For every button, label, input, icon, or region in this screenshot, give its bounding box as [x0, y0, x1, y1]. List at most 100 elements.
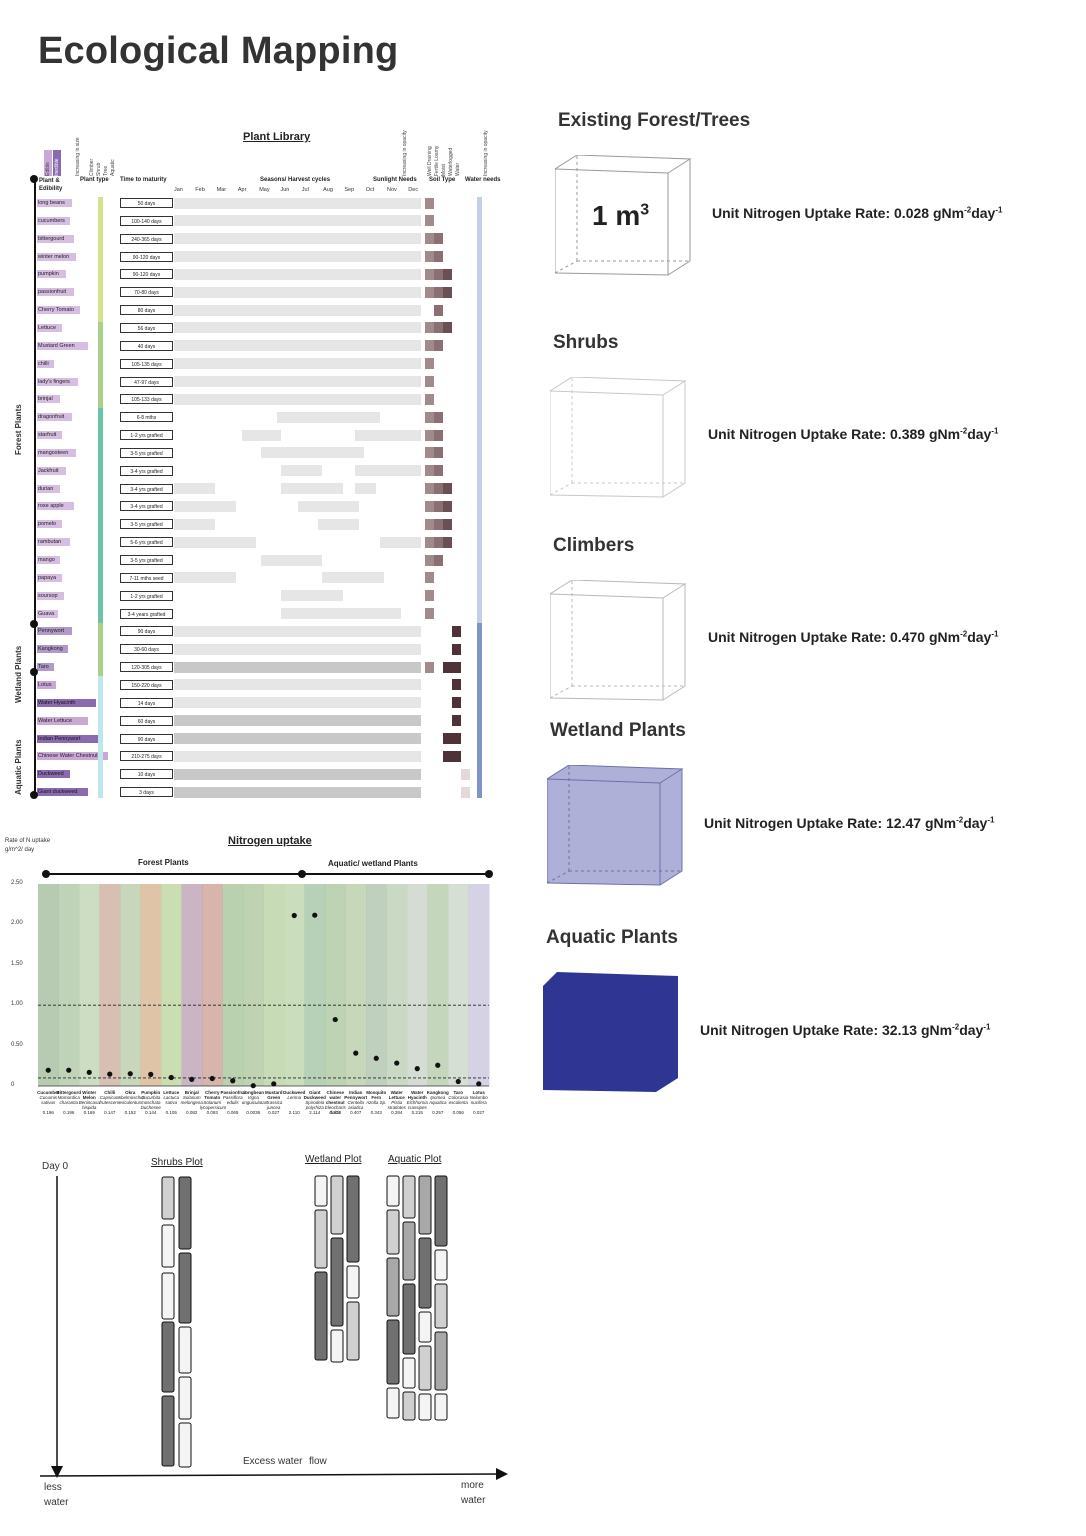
month-label: Apr: [237, 187, 247, 193]
value-label: 2.110: [288, 1110, 300, 1115]
plot-cell: [178, 1422, 192, 1468]
season-bar-27: [174, 679, 422, 691]
cube-rate-rate: 32.13: [882, 1022, 918, 1038]
plant-photo-column: [407, 884, 428, 1086]
species-name: Lactuca sativa: [163, 1095, 180, 1105]
plant-photo-column: [243, 884, 264, 1086]
value-label: 0.027: [473, 1110, 485, 1115]
data-point: [168, 1074, 174, 1081]
cube-rate-rate: 0.389: [890, 426, 926, 442]
category-label: Water Lettuce: [388, 1090, 405, 1100]
value-label: 0.196: [42, 1110, 54, 1115]
plant-name-22: soursop: [37, 591, 64, 600]
plot-cell: [330, 1175, 344, 1235]
plant-name-20: mango: [37, 556, 60, 564]
value-label: 0.105: [165, 1110, 177, 1115]
category-label: Lettuce: [163, 1090, 180, 1095]
cube-rate-rate_prefix: Unit Nitrogen Uptake Rate:: [708, 426, 891, 442]
species-name: Benincasa hispida: [78, 1100, 100, 1110]
data-point: [230, 1078, 236, 1084]
species-name: Ipomea Aquatica: [428, 1095, 447, 1105]
species-name: Momordica charantia: [57, 1095, 80, 1105]
data-point: [86, 1069, 92, 1075]
soil-swatch-2: [434, 233, 443, 245]
month-label: Oct: [365, 187, 375, 193]
less-water-label: water: [44, 1497, 69, 1508]
time-to-maturity-9: 105-135 days: [120, 358, 173, 369]
time-to-maturity-20: 3-5 yrs grafted: [120, 555, 173, 565]
cube-rate-rate_prefix: Unit Nitrogen Uptake Rate:: [708, 629, 891, 645]
time-to-maturity-22: 1-2 yrs grafted: [120, 590, 173, 601]
soil-swatch-1: [425, 215, 434, 227]
cube-rate-sup_b: -1: [983, 1022, 991, 1032]
time-to-maturity-5: 70-80 days: [120, 287, 173, 298]
value-label: 0.082: [186, 1110, 198, 1115]
soil-swatch-18: [434, 518, 443, 530]
soil-swatch-19: [425, 536, 434, 548]
time-to-maturity-32: 10 days: [120, 769, 173, 780]
cube-1: [550, 377, 687, 498]
plot-cell: [386, 1319, 400, 1385]
species-name: Cucurbita moschata Duchesne: [140, 1095, 161, 1110]
plant-photo-column: [345, 884, 367, 1086]
season-bar-31: [174, 750, 422, 762]
time-to-maturity-11: 105-133 days: [120, 394, 173, 405]
plant-photo-column: [58, 884, 80, 1086]
type-aquatic-bar: [98, 676, 103, 798]
species-name: Passiflora edulis: [222, 1095, 243, 1105]
category-label: Lotus: [472, 1090, 485, 1095]
cube-volume-sup: 3: [640, 201, 650, 219]
cube-rate-unit_a: gNm: [929, 205, 965, 221]
time-to-maturity-21: 7-11 mths seed: [120, 572, 173, 583]
plot-cell: [178, 1376, 192, 1420]
plant-name-30: Indian Pennywort: [37, 734, 98, 743]
cube-rate-rate: 0.028: [894, 205, 930, 221]
plot-cell: [330, 1329, 344, 1363]
season-bar-10: [174, 376, 422, 387]
nitrogen-group-aquatic: Aquatic/ wetland Plants: [328, 859, 418, 868]
more-label: more: [461, 1480, 484, 1491]
soil-swatch-18: [443, 518, 452, 530]
soil-legend-loamy: Fertile Loamy: [434, 145, 440, 176]
soil-swatch-33: [461, 786, 470, 798]
cube-rate-rate_prefix: Unit Nitrogen Uptake Rate:: [704, 815, 887, 831]
soil-swatch-32: [461, 768, 470, 780]
plant-photo-column: [325, 884, 346, 1086]
plot-cell: [161, 1321, 175, 1393]
time-to-maturity-2: 240-365 days: [120, 233, 173, 244]
season-bar-15: [355, 465, 422, 477]
data-point: [209, 1075, 215, 1082]
plot-cell: [161, 1176, 175, 1220]
plot-cell: [418, 1237, 432, 1309]
data-point: [373, 1055, 379, 1061]
value-label: 0.343: [370, 1110, 382, 1115]
plot-cell: [418, 1345, 432, 1391]
type-shrub-bar: [98, 322, 103, 408]
time-to-maturity-19: 5-6 yrs grafted: [120, 537, 173, 548]
plant-photo-column: [161, 884, 182, 1086]
plant-name-28: Water Hyacinth: [37, 698, 96, 707]
plot-cell: [418, 1311, 432, 1343]
cube-title-2: Climbers: [553, 535, 635, 556]
season-bar-33: [174, 786, 422, 798]
value-label: 0.284: [391, 1110, 403, 1115]
soil-swatch-30: [443, 733, 461, 744]
data-point: [394, 1060, 400, 1066]
soil-swatch-16: [425, 483, 434, 495]
type-legend-aquatic: Aquatic: [110, 159, 116, 176]
y-tick-label: 0: [11, 1082, 15, 1088]
species-name: Capsicum frutescens: [99, 1095, 121, 1105]
species-name: Pistia stratiotes: [387, 1100, 406, 1110]
cube-rate-2: Unit Nitrogen Uptake Rate: 0.470 gNm-2da…: [708, 629, 998, 645]
time-to-maturity-15: 3-4 yrs grafted: [120, 465, 173, 476]
plant-photo-column: [99, 884, 121, 1086]
species-name: Solanum melongena: [180, 1095, 203, 1105]
cube-rate-unit_a: gNm: [921, 815, 957, 831]
